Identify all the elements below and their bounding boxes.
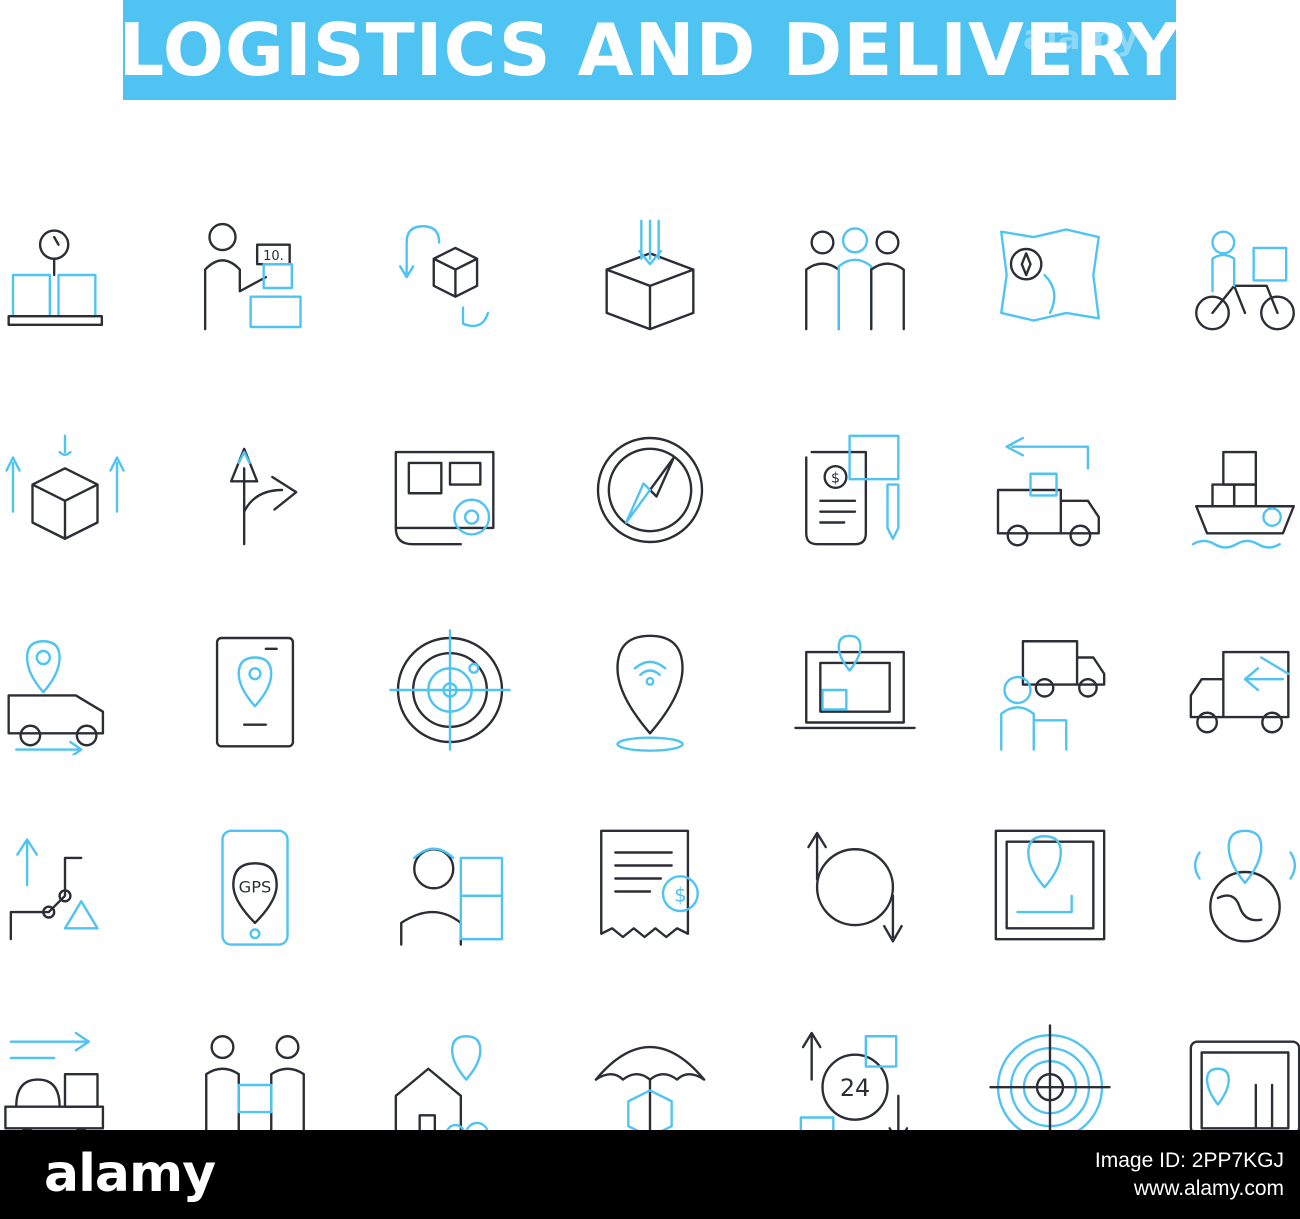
image-id: Image ID: 2PP7KGJ xyxy=(1094,1148,1284,1172)
box-return-arrows-icon xyxy=(385,210,515,340)
truck-return-icon xyxy=(985,425,1115,555)
route-arrows-icon xyxy=(0,820,130,950)
laptop-map-icon xyxy=(790,625,920,755)
footer-bar: alamy Image ID: 2PP7KGJ www.alamy.com xyxy=(0,1130,1300,1219)
van-location-icon xyxy=(0,625,130,759)
delivery-truck-arrow-icon xyxy=(1180,625,1300,755)
open-box-arrows-icon xyxy=(585,210,715,340)
cargo-ship-icon xyxy=(1180,425,1300,555)
icon-grid: 10. $ GPS $24 xyxy=(0,210,1300,1152)
invoice-pen-icon: $ xyxy=(790,425,920,555)
footer-meta: Image ID: 2PP7KGJ www.alamy.com xyxy=(1095,1130,1284,1219)
title-banner: LOGISTICS AND DELIVERY alamy xyxy=(118,0,1180,100)
bicycle-courier-icon xyxy=(1180,210,1300,340)
split-route-arrows-icon xyxy=(190,425,320,555)
map-device-icon xyxy=(1180,1020,1300,1150)
site-link[interactable]: www.alamy.com xyxy=(1133,1176,1284,1200)
phone-gps-icon: GPS xyxy=(190,820,320,950)
circular-arrows-icon xyxy=(790,820,920,950)
driver-truck-icon xyxy=(985,625,1115,755)
map-compass-icon xyxy=(985,210,1115,340)
blueprint-eye-icon xyxy=(385,425,515,555)
map-route-pin-icon xyxy=(985,820,1115,950)
worker-parcel-icon: 10. xyxy=(190,210,320,340)
compass-icon xyxy=(585,425,715,555)
receipt-dollar-icon: $ xyxy=(585,820,715,950)
watermark: alamy xyxy=(1023,18,1139,58)
svg-text:$: $ xyxy=(674,883,686,906)
svg-text:GPS: GPS xyxy=(239,878,272,897)
radar-icon xyxy=(385,625,515,755)
svg-text:$: $ xyxy=(831,470,840,486)
delivery-man-boxes-icon xyxy=(385,820,515,950)
wifi-location-pin-icon xyxy=(585,625,715,755)
crane-box-lift-icon xyxy=(0,425,130,555)
alamy-logo[interactable]: alamy xyxy=(44,1144,216,1204)
tablet-location-icon xyxy=(190,625,320,755)
scale-boxes-icon xyxy=(0,210,130,340)
24h-service-icon: 24 xyxy=(790,1020,920,1150)
globe-location-icon xyxy=(1180,820,1300,950)
svg-text:10.: 10. xyxy=(263,249,284,264)
page-title: LOGISTICS AND DELIVERY xyxy=(118,8,1181,92)
package-handover-icon xyxy=(190,1020,320,1150)
team-workers-icon xyxy=(790,210,920,340)
svg-text:24: 24 xyxy=(840,1074,870,1102)
